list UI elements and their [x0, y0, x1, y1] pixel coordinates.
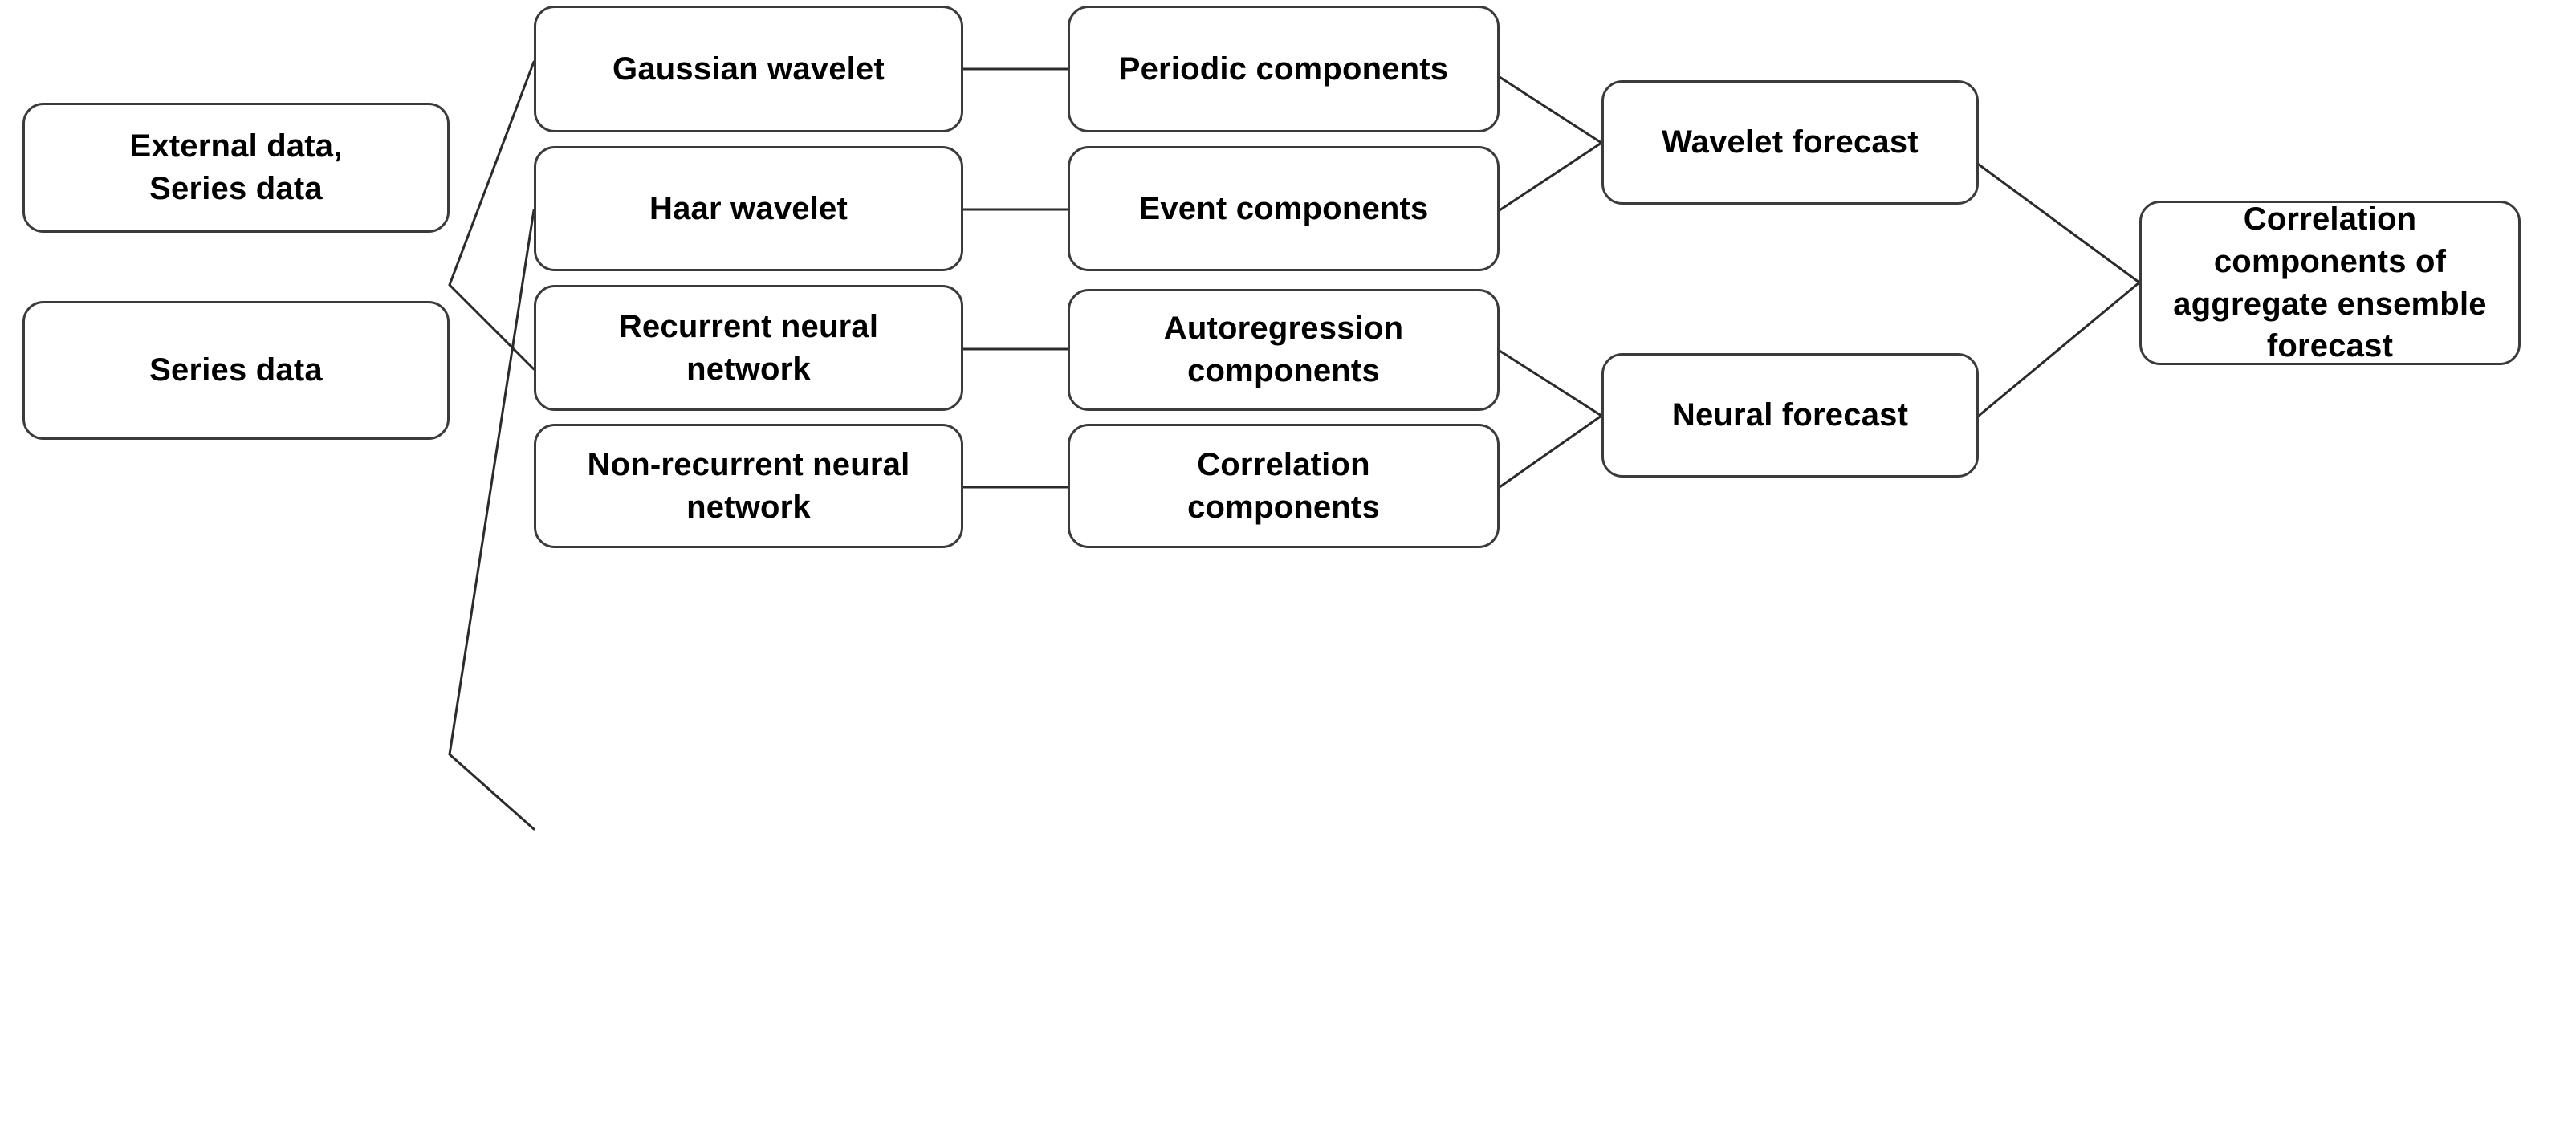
edge-periodic-components-to-wavelet-forecast	[1498, 75, 1603, 144]
node-label: Event components	[1138, 190, 1429, 226]
edge-wavelet-forecast-to-aggregate-ensemble-forecast	[1977, 163, 2141, 284]
node-label: Wavelet forecast	[1662, 124, 1919, 161]
node-correlation-components[interactable]: Correlation components	[1068, 424, 1500, 548]
node-label: Recurrent neural network	[618, 308, 879, 387]
node-external-series-data[interactable]: External data, Series data	[22, 103, 450, 233]
node-label: External data, Series data	[129, 128, 343, 206]
node-event-components[interactable]: Event components	[1068, 146, 1500, 271]
node-wavelet-forecast[interactable]: Wavelet forecast	[1601, 80, 1979, 205]
node-gaussian-wavelet[interactable]: Gaussian wavelet	[534, 6, 963, 132]
node-non-recurrent-neural-network[interactable]: Non-recurrent neural network	[534, 424, 963, 548]
node-neural-forecast[interactable]: Neural forecast	[1601, 353, 1979, 478]
node-aggregate-ensemble-forecast[interactable]: Correlation components of aggregate ense…	[2139, 201, 2521, 365]
node-label: Correlation components of aggregate ense…	[2173, 201, 2487, 364]
edge-series-data-to-haar-wavelet	[448, 209, 535, 756]
node-label: Non-recurrent neural network	[587, 446, 910, 525]
node-label: Haar wavelet	[649, 190, 848, 226]
edge-neural-forecast-to-aggregate-ensemble-forecast	[1977, 281, 2141, 417]
edge-autoregression-components-to-neural-forecast	[1498, 349, 1603, 417]
node-label: Series data	[149, 352, 323, 388]
node-label: Gaussian wavelet	[612, 51, 885, 87]
node-haar-wavelet[interactable]: Haar wavelet	[534, 146, 963, 271]
edge-external-series-data-to-gaussian-wavelet	[448, 60, 535, 287]
node-autoregression-components[interactable]: Autoregression components	[1068, 289, 1500, 411]
edge-external-series-data-to-recurrent-neural-network	[448, 283, 535, 371]
edge-event-components-to-wavelet-forecast	[1498, 141, 1603, 212]
node-label: Periodic components	[1118, 51, 1449, 87]
node-label: Neural forecast	[1671, 397, 1909, 433]
node-label: Correlation components	[1187, 446, 1380, 525]
edge-correlation-components-to-neural-forecast	[1498, 414, 1603, 489]
edge-series-data-to-non-recurrent-neural-network	[448, 753, 535, 831]
node-label: Autoregression components	[1163, 311, 1404, 388]
node-recurrent-neural-network[interactable]: Recurrent neural network	[534, 285, 963, 411]
node-periodic-components[interactable]: Periodic components	[1068, 6, 1500, 132]
node-series-data[interactable]: Series data	[22, 301, 450, 440]
